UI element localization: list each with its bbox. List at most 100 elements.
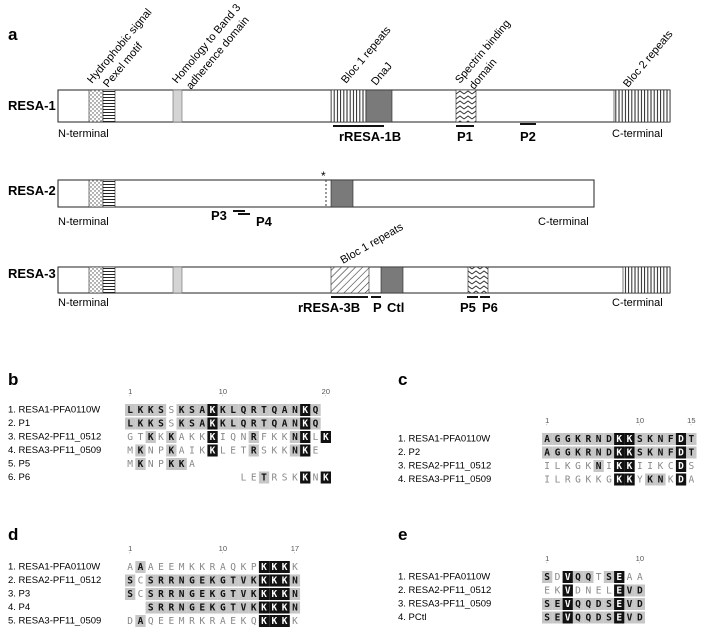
residue: T (261, 405, 267, 416)
residue-shade (593, 433, 604, 445)
residue: K (616, 448, 622, 459)
residue: T (261, 473, 267, 484)
residue: N (148, 446, 154, 457)
residue: G (555, 448, 561, 459)
residue: K (210, 603, 216, 614)
resa3-c-terminal: C-terminal (612, 297, 663, 309)
residue-shade (279, 601, 290, 614)
residue: K (210, 576, 216, 587)
residue: S (606, 613, 612, 624)
residue: C (668, 461, 674, 472)
residue: K (616, 434, 622, 445)
residue-shade (166, 601, 177, 614)
residue-shade (289, 574, 301, 587)
residue-shade (197, 601, 208, 614)
residue: K (271, 603, 277, 614)
residue-shade (176, 601, 187, 614)
residue-shade (686, 433, 697, 445)
residue: E (199, 576, 205, 587)
residue: K (199, 616, 205, 627)
residue-shade (135, 444, 146, 457)
residue: F (261, 432, 267, 443)
resa1-bloc1-repeats (330, 89, 367, 123)
residue-shade (228, 417, 239, 430)
residue-shade (542, 598, 553, 610)
residue: E (251, 473, 257, 484)
residue-shade (145, 588, 156, 600)
residue: E (596, 586, 602, 597)
ruler-label: 20 (322, 387, 330, 396)
residue: N (179, 603, 185, 614)
residue: E (616, 599, 622, 610)
residue: R (251, 446, 257, 457)
residue: S (168, 419, 174, 430)
resa2-track: RESA-2 * N-terminal C-terminal P3 P4 (8, 169, 595, 229)
residue-shade (197, 417, 208, 430)
residue: S (127, 576, 133, 587)
residue-shade (320, 431, 331, 443)
ruler-label: 10 (636, 416, 644, 425)
residue: V (241, 603, 247, 614)
residue: A (544, 434, 550, 445)
residue-shade (176, 417, 187, 430)
alignment-row-label: 4. RESA3-PF11_0509 (398, 474, 491, 485)
residue: K (616, 461, 622, 472)
residue: G (606, 475, 612, 486)
residue-shade (125, 588, 136, 600)
residue: G (189, 589, 195, 600)
residue: I (220, 432, 226, 443)
alignment-row-label: 3. P3 (8, 589, 30, 600)
residue-shade (614, 598, 625, 610)
ruler-label: 1 (128, 387, 132, 396)
residue-shade (572, 611, 584, 624)
residue-shade (562, 446, 573, 459)
residue-shade (258, 601, 270, 614)
residue: K (565, 461, 571, 472)
ruler-tick: ˙ (639, 424, 641, 432)
residue: K (282, 603, 288, 614)
residue-shade (217, 588, 228, 600)
residue: K (241, 562, 247, 573)
residue: N (658, 434, 664, 445)
residue-shade (155, 417, 167, 430)
residue: L (230, 405, 236, 416)
residue-shade (258, 574, 270, 587)
residue: A (220, 562, 226, 573)
ruler-tick: ˙ (222, 395, 224, 403)
residue: A (199, 405, 205, 416)
residue: K (210, 405, 216, 416)
residue: A (138, 562, 144, 573)
residue-shade (155, 404, 167, 416)
residue-shade (300, 431, 311, 443)
residue: A (220, 616, 226, 627)
residue: N (148, 459, 154, 470)
residue-shade (269, 404, 280, 416)
residue-shade (186, 404, 198, 416)
residue: N (292, 603, 298, 614)
residue: K (261, 576, 267, 587)
residue: A (189, 459, 195, 470)
residue-shade (593, 446, 604, 459)
label-dnaj: DnaJ (369, 61, 395, 88)
residue-shade (593, 460, 604, 472)
residue-shade (166, 431, 177, 443)
resa1-dnaj (365, 89, 393, 123)
residue-shade (614, 460, 625, 472)
residue: S (688, 461, 694, 472)
residue: K (138, 446, 144, 457)
residue: K (292, 616, 298, 627)
residue: C (138, 576, 144, 587)
residue-shade (583, 433, 594, 445)
residue: E (168, 616, 174, 627)
residue: R (565, 475, 571, 486)
residue: C (138, 589, 144, 600)
residue: K (261, 603, 267, 614)
residue-shade (269, 601, 280, 614)
residue: A (282, 405, 288, 416)
alignment-row-label: 5. RESA3-PF11_0509 (8, 616, 101, 627)
residue-shade (258, 615, 270, 627)
residue: D (575, 586, 581, 597)
